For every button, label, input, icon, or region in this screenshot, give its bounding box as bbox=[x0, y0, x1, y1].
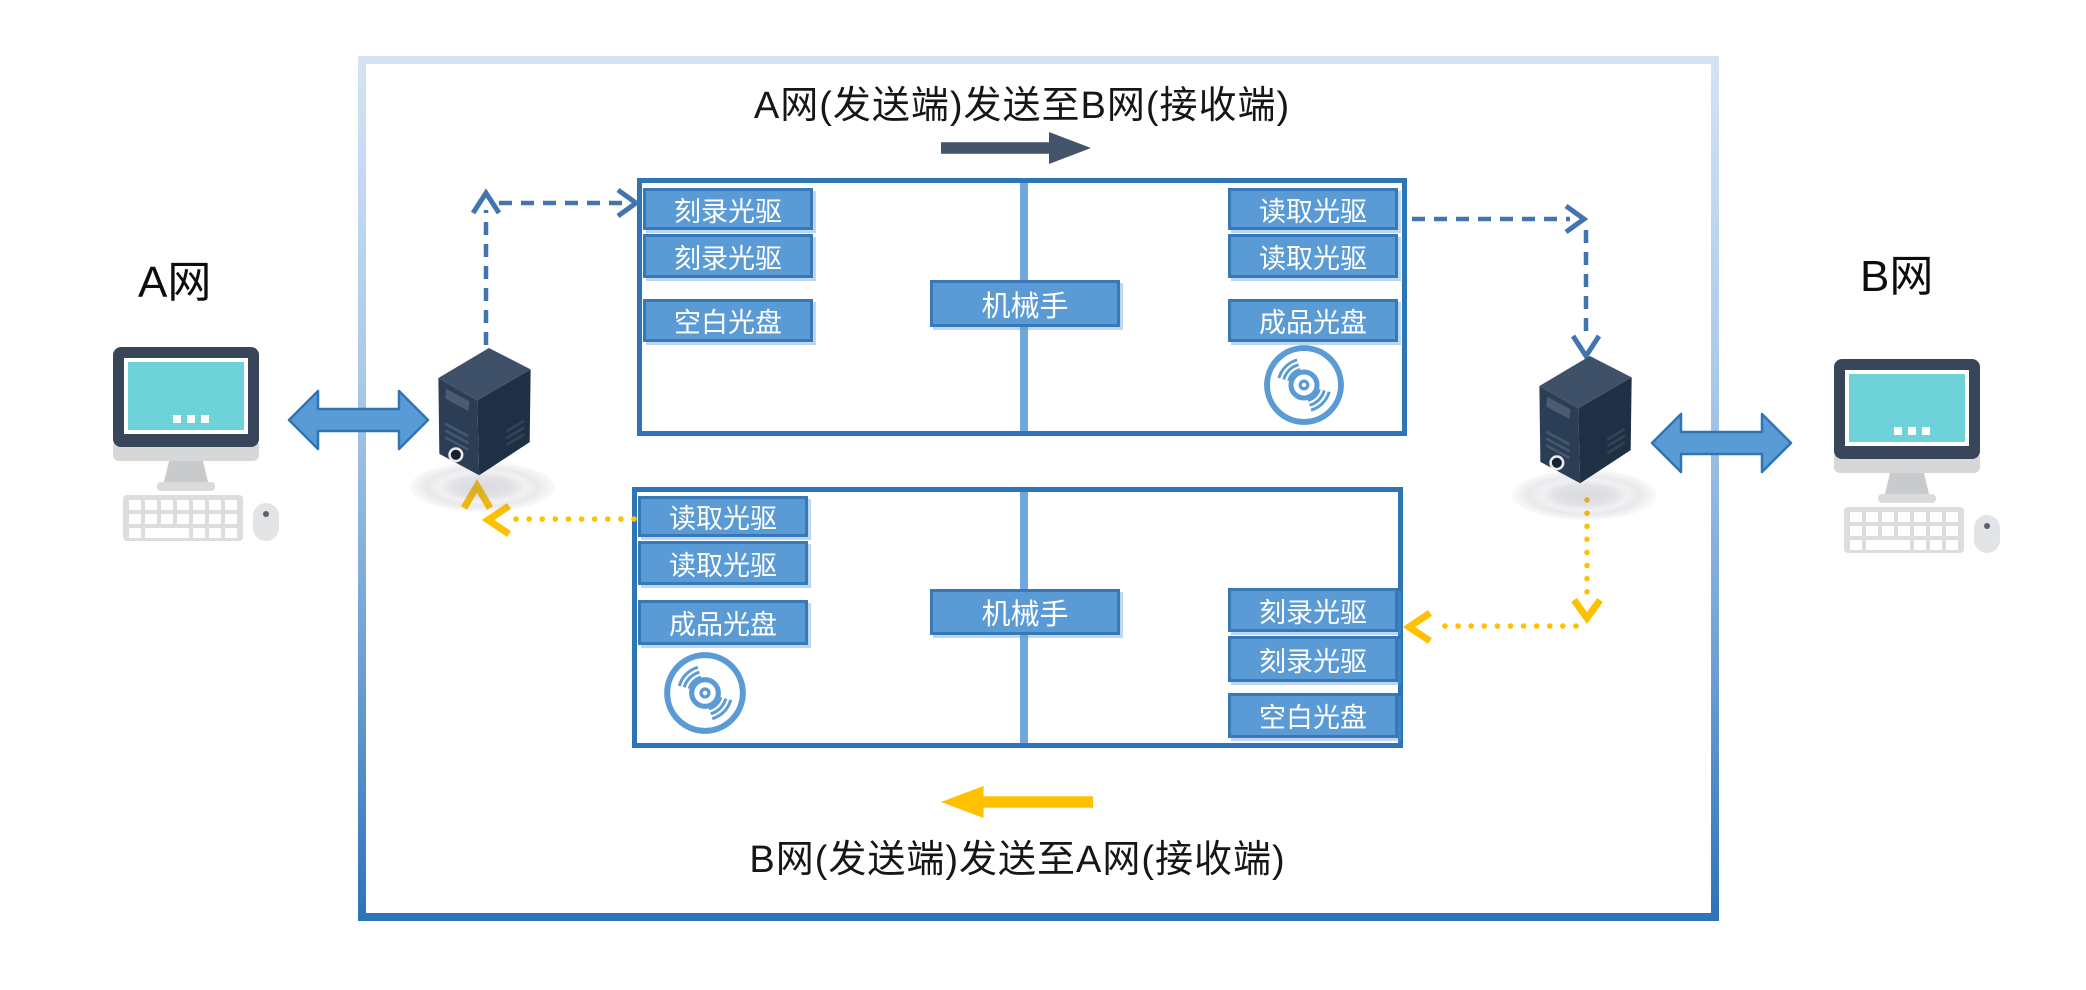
finished-disc-box-top: 成品光盘 bbox=[1228, 299, 1398, 342]
computer-a-icon bbox=[113, 347, 279, 541]
dashed-arrow-server-a-to-burner bbox=[470, 187, 641, 345]
burn-drive-box-top-2: 刻录光驱 bbox=[643, 234, 813, 278]
robot-arm-box-bottom: 机械手 bbox=[930, 589, 1120, 635]
optical-disc-icon-top bbox=[1264, 345, 1344, 425]
optical-disc-icon-bottom bbox=[664, 652, 746, 734]
read-drive-box-bottom-1: 读取光驱 bbox=[638, 496, 808, 537]
robot-arm-box-top: 机械手 bbox=[930, 280, 1120, 327]
duplex-arrow-b bbox=[1650, 412, 1793, 474]
server-a-icon bbox=[438, 347, 531, 476]
computer-b-icon bbox=[1834, 359, 2000, 553]
duplex-arrow-a bbox=[287, 389, 430, 451]
keyboard-icon bbox=[123, 495, 243, 541]
monitor-icon bbox=[1834, 359, 1980, 503]
burn-drive-box-top-1: 刻录光驱 bbox=[643, 188, 813, 230]
keyboard-icon bbox=[1844, 507, 1964, 553]
finished-disc-box-bottom: 成品光盘 bbox=[638, 600, 808, 645]
network-a-label: A网 bbox=[138, 258, 212, 307]
blank-disc-box-bottom: 空白光盘 bbox=[1228, 693, 1398, 738]
blank-disc-box-top: 空白光盘 bbox=[643, 299, 813, 342]
title-b-to-a: B网(发送端)发送至A网(接收端) bbox=[749, 839, 1286, 881]
read-drive-box-top-1: 读取光驱 bbox=[1228, 188, 1398, 230]
burn-drive-box-bottom-1: 刻录光驱 bbox=[1228, 588, 1398, 632]
title-a-to-b: A网(发送端)发送至B网(接收端) bbox=[753, 85, 1291, 127]
mouse-icon bbox=[1974, 515, 2000, 553]
dotted-arrow-reader-to-server-a bbox=[460, 479, 637, 537]
read-drive-box-bottom-2: 读取光驱 bbox=[638, 541, 808, 585]
mouse-icon bbox=[253, 503, 279, 541]
network-b-label: B网 bbox=[1860, 252, 1934, 301]
dotted-arrow-server-b-to-burner bbox=[1402, 497, 1603, 644]
read-drive-box-top-2: 读取光驱 bbox=[1228, 234, 1398, 278]
dashed-arrow-reader-to-server-b bbox=[1412, 203, 1602, 361]
burn-drive-box-bottom-2: 刻录光驱 bbox=[1228, 636, 1398, 682]
server-b-icon bbox=[1539, 355, 1632, 484]
monitor-icon bbox=[113, 347, 259, 491]
